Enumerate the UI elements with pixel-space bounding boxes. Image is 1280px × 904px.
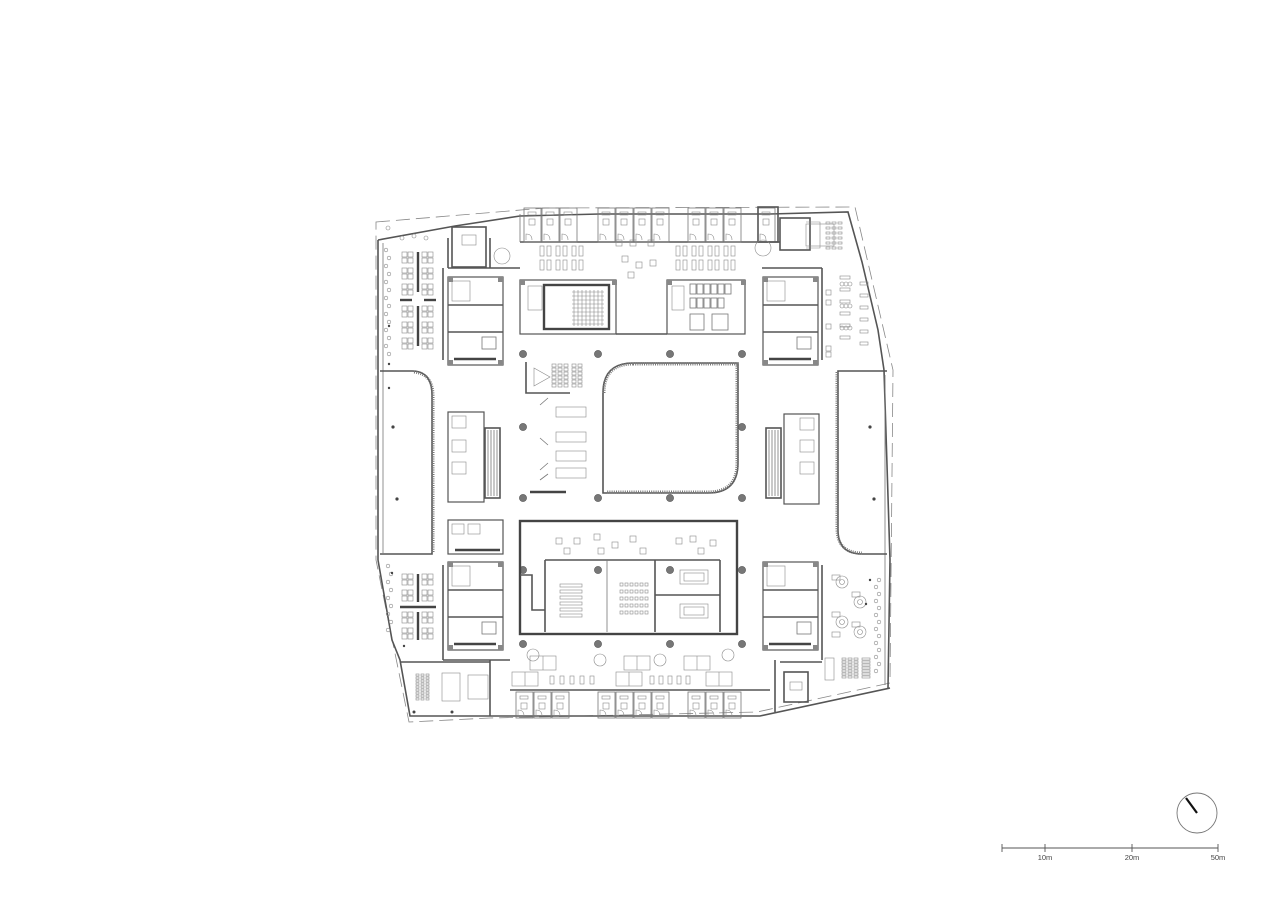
south-open-area bbox=[511, 648, 735, 687]
north-open-desks bbox=[539, 239, 772, 279]
building-perimeter bbox=[377, 211, 891, 717]
scale-bar: 10m 20m 50m bbox=[1001, 844, 1226, 862]
south-office-row bbox=[510, 689, 770, 719]
se-lounge bbox=[783, 574, 871, 703]
scale-label-50m: 50m bbox=[1211, 853, 1226, 862]
nw-meeting-room bbox=[451, 226, 511, 268]
scale-label-10m: 10m bbox=[1038, 853, 1053, 862]
columns bbox=[519, 350, 746, 648]
east-escalator bbox=[765, 413, 820, 505]
scale-label-20m: 20m bbox=[1125, 853, 1140, 862]
central-courtyard bbox=[602, 362, 739, 494]
west-escalator bbox=[447, 411, 501, 503]
sw-meeting-room bbox=[400, 661, 490, 714]
sw-study-tables bbox=[400, 573, 436, 640]
perimeter-seating bbox=[383, 225, 882, 674]
west-void bbox=[380, 370, 435, 555]
inner-ring bbox=[442, 238, 823, 716]
ne-study-tables bbox=[806, 221, 869, 358]
north-cores bbox=[519, 279, 746, 335]
east-void bbox=[835, 370, 887, 555]
side-cores bbox=[447, 276, 819, 651]
nw-study-tables bbox=[400, 251, 436, 350]
south-classrooms bbox=[518, 519, 739, 636]
north-arrow-icon bbox=[1176, 792, 1218, 834]
lobby-furniture bbox=[525, 362, 587, 494]
